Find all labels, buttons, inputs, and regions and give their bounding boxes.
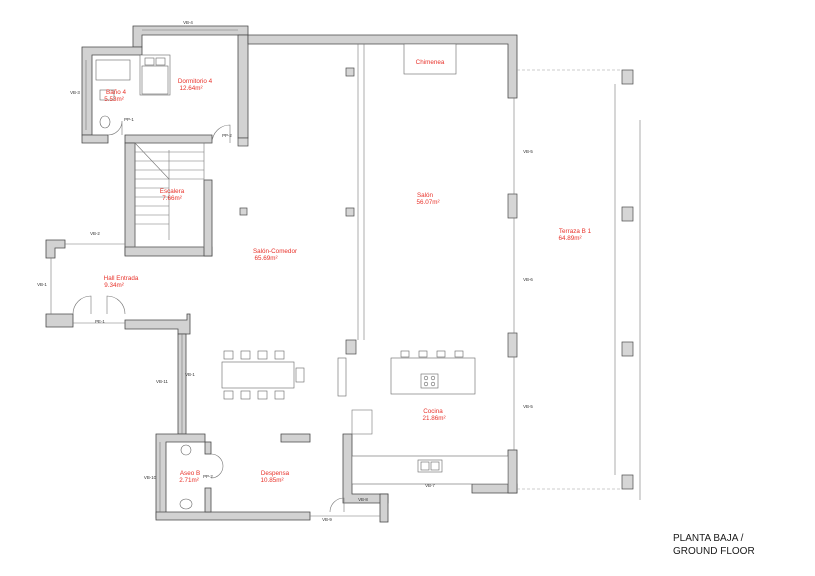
sheet-title: PLANTA BAJA / GROUND FLOOR: [673, 533, 755, 557]
code-vb8: VB-8: [358, 497, 368, 502]
wall-bedroom-right: [237, 34, 249, 139]
room-name-escalera: Escalera: [160, 188, 185, 195]
room-name-salon-comedor: Salón-Comedor: [253, 248, 297, 255]
column: [507, 332, 518, 358]
room-name-terraza: Terraza B 1: [559, 228, 592, 235]
code-pe1: PE-1: [95, 319, 105, 324]
code-vb2: VB-2: [90, 231, 100, 236]
room-area-hall: 9.34m²: [104, 282, 124, 289]
code-vb7: VB-7: [425, 483, 435, 488]
room-name-hall: Hall Entrada: [104, 275, 139, 282]
column: [621, 206, 634, 222]
sheet-title-line2: GROUND FLOOR: [673, 546, 755, 557]
room-area-salon-comedor: 65.69m²: [254, 255, 277, 262]
wall-hall-bottom-right: [124, 313, 191, 335]
room-area-cocina: 21.86m²: [422, 415, 445, 422]
room-area-despensa: 10.85m²: [260, 477, 283, 484]
room-name-dormitorio4: Dormitorio 4: [178, 78, 213, 85]
room-name-salon: Salón: [417, 192, 434, 199]
room-area-escalera: 7.66m²: [162, 195, 182, 202]
code-vb6: VB-6: [523, 277, 533, 282]
code-vb5: VB-5: [523, 149, 533, 154]
code-vb1: VB-1: [37, 282, 47, 287]
code-vb4: VB-4: [183, 20, 193, 25]
wall-hall-bottom-left: [45, 313, 74, 328]
room-area-aseo: 2.71m²: [179, 477, 199, 484]
room-name-bano4: Baño 4: [106, 89, 126, 96]
code-vb11: VB-11: [156, 379, 168, 384]
room-area-dormitorio4: 12.64m²: [179, 85, 202, 92]
wall-stair-bottom: [124, 246, 213, 257]
sheet-title-line1: PLANTA BAJA /: [673, 533, 744, 544]
wall-despensa-top: [280, 433, 311, 443]
code-vb5: VB-5: [523, 404, 533, 409]
room-area-terraza: 64.89m²: [558, 235, 581, 242]
column: [345, 339, 357, 355]
wall-stair-right: [203, 179, 213, 257]
column: [345, 67, 355, 77]
column: [621, 474, 634, 490]
code-vb3: VB-3: [70, 90, 80, 95]
label-chimenea: Chimenea: [416, 59, 445, 66]
partitions: [50, 29, 515, 517]
room-area-salon: 56.07m²: [416, 199, 439, 206]
wall-entry-stub: [379, 493, 389, 523]
code-vb10: VB-10: [144, 475, 157, 480]
wall-aseo-divider-low: [204, 487, 212, 513]
wall-bathroom-bottom: [81, 134, 109, 144]
wall-top-salon: [247, 34, 518, 99]
room-labels: Dormitorio 4 12.64m² Baño 4 5.53m² Escal…: [104, 59, 592, 484]
wall-hall-top: [45, 239, 66, 259]
code-vb1: VB-1: [185, 372, 195, 377]
wall-bottom: [155, 511, 311, 521]
column: [345, 207, 355, 217]
opening-codes: VB-4 VB-3 PP-1 PP-2 VB-2 VB-1 PE-1 VB-11…: [37, 20, 533, 522]
room-name-despensa: Despensa: [261, 470, 290, 477]
room-name-cocina: Cocina: [423, 408, 443, 415]
code-pp1: PP-1: [124, 117, 134, 122]
terrace-outline: [517, 69, 641, 500]
wall-aseo-divider: [204, 441, 212, 455]
column: [621, 69, 634, 85]
wall-stair-left: [124, 142, 136, 256]
column: [621, 341, 634, 357]
room-name-aseo: Aseo B: [180, 470, 200, 477]
wall-top-bedroom: [132, 25, 249, 48]
code-vb9: VB-9: [322, 517, 332, 522]
column: [237, 137, 249, 147]
columns: [237, 67, 634, 490]
room-area-bano4: 5.53m²: [104, 96, 124, 103]
code-pp2: PP-2: [222, 133, 232, 138]
column: [507, 193, 518, 219]
wall-right-low: [507, 449, 518, 494]
code-pp2: PP-2: [203, 474, 213, 479]
column-round: [239, 207, 248, 216]
wall-bedroom-bottom: [124, 134, 213, 144]
